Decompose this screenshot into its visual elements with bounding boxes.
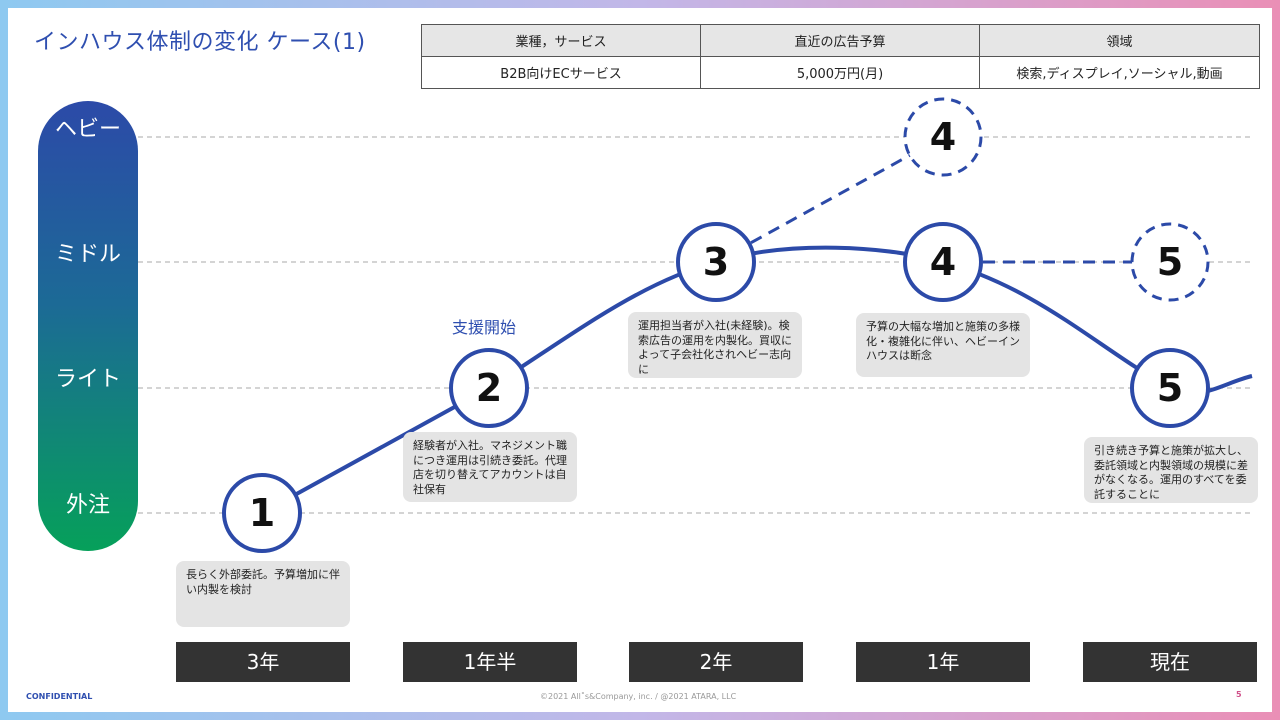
node-5-dashed: 5 bbox=[1130, 222, 1210, 302]
timeline-period-3: 2年 bbox=[629, 642, 803, 682]
transition-diagram: 1 2 3 4 5 4 5 bbox=[138, 97, 1253, 553]
node-5-label: 5 bbox=[1157, 366, 1183, 410]
level-heavy: ヘビー bbox=[54, 117, 121, 142]
note-2: 経験者が入社。マネジメント職につき運用は引続き委託。代理店を切り替えてアカウント… bbox=[403, 432, 577, 502]
node-1: 1 bbox=[222, 473, 302, 553]
support-start-label: 支援開始 bbox=[452, 318, 517, 337]
info-header-budget: 直近の広告予算 bbox=[700, 24, 980, 57]
info-table-value-row: B2B向けECサービス 5,000万円(月) 検索,ディスプレイ,ソーシャル,動… bbox=[421, 56, 1260, 89]
timeline-period-2: 1年半 bbox=[403, 642, 577, 682]
info-value-area: 検索,ディスプレイ,ソーシャル,動画 bbox=[979, 56, 1260, 89]
note-3: 運用担当者が入社(未経験)。検索広告の運用を内製化。買収によって子会社化されヘビ… bbox=[628, 312, 802, 378]
timeline-period-1: 3年 bbox=[176, 642, 350, 682]
node-4-dashed-label: 4 bbox=[930, 115, 956, 159]
node-4: 4 bbox=[903, 222, 983, 302]
copyright-text: ©2021 All˚s&Company, inc. / @2021 ATARA,… bbox=[540, 692, 737, 701]
level-gradient-bar: ヘビー ミドル ライト 外注 bbox=[38, 101, 138, 551]
info-table-header-row: 業種，サービス 直近の広告予算 領域 bbox=[421, 24, 1260, 57]
timeline-period-5: 現在 bbox=[1083, 642, 1257, 682]
confidential-label: CONFIDENTIAL bbox=[26, 692, 93, 701]
level-outsource: 外注 bbox=[65, 493, 110, 518]
node-5-dashed-label: 5 bbox=[1157, 240, 1183, 284]
info-header-industry: 業種，サービス bbox=[421, 24, 701, 57]
node-2-label: 2 bbox=[476, 366, 502, 410]
note-5: 引き続き予算と施策が拡大し、委託領域と内製領域の規模に差がなくなる。運用のすべて… bbox=[1084, 437, 1258, 503]
level-middle: ミドル bbox=[54, 242, 121, 267]
info-value-industry: B2B向けECサービス bbox=[421, 56, 701, 89]
page-title: インハウス体制の変化 ケース(1) bbox=[34, 30, 366, 55]
node-3: 3 bbox=[676, 222, 756, 302]
info-value-budget: 5,000万円(月) bbox=[700, 56, 980, 89]
note-1: 長らく外部委託。予算増加に伴い内製を検討 bbox=[176, 561, 350, 627]
page-number: 5 bbox=[1236, 690, 1242, 699]
node-4-dashed: 4 bbox=[903, 97, 983, 177]
node-2: 2 bbox=[449, 348, 529, 428]
level-light: ライト bbox=[54, 367, 121, 392]
info-table: 業種，サービス 直近の広告予算 領域 B2B向けECサービス 5,000万円(月… bbox=[421, 24, 1260, 89]
note-4: 予算の大幅な増加と施策の多様化・複雑化に伴い、ヘビーインハウスは断念 bbox=[856, 313, 1030, 377]
node-5: 5 bbox=[1130, 348, 1210, 428]
info-header-area: 領域 bbox=[979, 24, 1260, 57]
node-1-label: 1 bbox=[249, 491, 275, 535]
timeline-period-4: 1年 bbox=[856, 642, 1030, 682]
node-4-label: 4 bbox=[930, 240, 956, 284]
dashed-branch-heavy bbox=[715, 135, 944, 264]
node-3-label: 3 bbox=[703, 240, 729, 284]
slide: インハウス体制の変化 ケース(1) 業種，サービス 直近の広告予算 領域 B2B… bbox=[8, 8, 1272, 712]
